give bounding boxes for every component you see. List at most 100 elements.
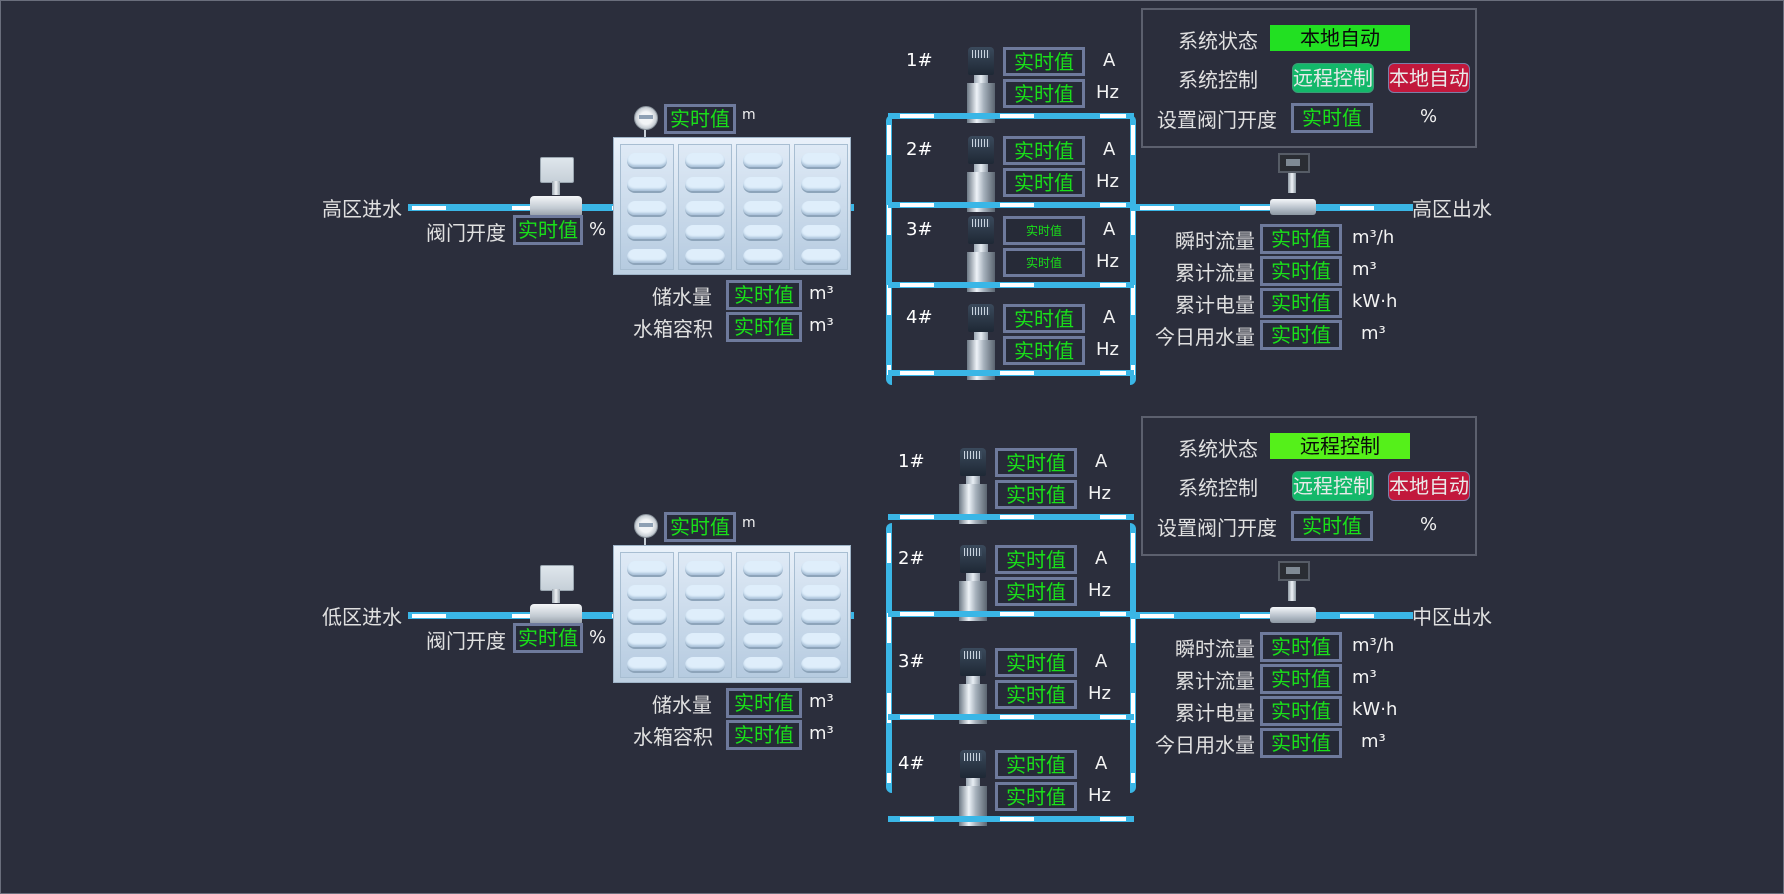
tank-panel-oval: [801, 561, 841, 577]
meter-value: 实时值: [1260, 664, 1342, 694]
tank-panel-oval: [801, 225, 841, 241]
pump-number: 4#: [906, 307, 933, 328]
meter-unit: kW·h: [1352, 291, 1398, 312]
status-label: 系统状态: [1178, 29, 1258, 53]
valve-set-label: 设置阀门开度: [1157, 108, 1277, 132]
storage-label: 储水量: [652, 693, 712, 717]
manifold-left-flow: [887, 533, 891, 783]
meter-value: 实时值: [1260, 320, 1342, 350]
tank-panel-oval: [627, 225, 667, 241]
storage-value: 实时值: [726, 280, 802, 310]
tank-panel-oval: [685, 585, 725, 601]
tank-panel-oval: [627, 177, 667, 193]
control-label: 系统控制: [1178, 476, 1258, 500]
valve-set-input[interactable]: 实时值: [1291, 103, 1373, 133]
pump-branch-flow: [900, 515, 1126, 519]
tank-panel-oval: [685, 657, 725, 673]
meter-label: 瞬时流量: [1175, 229, 1255, 253]
tank-panel-oval: [801, 201, 841, 217]
pump-frequency-unit: Hz: [1096, 339, 1119, 360]
tank-panel-oval: [627, 609, 667, 625]
valve-set-label: 设置阀门开度: [1157, 516, 1277, 540]
pump-icon[interactable]: [958, 545, 988, 621]
tank-panel-oval: [685, 225, 725, 241]
pump-current-value: 实时值: [1003, 216, 1085, 245]
outlet-label: 高区出水: [1412, 197, 1492, 221]
pump-branch-flow: [900, 612, 1126, 616]
manifold-left-flow: [887, 125, 891, 375]
tank-panel-oval: [627, 249, 667, 265]
pressure-gauge-icon: [634, 514, 658, 538]
tank-panel-oval: [627, 633, 667, 649]
pump-number: 1#: [906, 50, 933, 71]
control-label: 系统控制: [1178, 68, 1258, 92]
gauge-stem: [644, 536, 646, 546]
tank-panel-oval: [801, 153, 841, 169]
valve-opening-label: 阀门开度: [426, 221, 506, 245]
tank-panel-oval: [743, 609, 783, 625]
high-zone-section: 高区进水 阀门开度 实时值 % 实时值 m 储水量 实时值 m³ 水箱容积 实时…: [0, 0, 1784, 410]
tank-panel-oval: [801, 177, 841, 193]
tank-panel-oval: [627, 585, 667, 601]
meter-label: 今日用水量: [1155, 325, 1255, 349]
pump-icon[interactable]: [966, 136, 996, 212]
pump-frequency-value: 实时值: [1003, 336, 1085, 365]
remote-control-button[interactable]: 远程控制: [1292, 63, 1374, 93]
pump-frequency-unit: Hz: [1088, 683, 1111, 704]
manifold-right-flow: [1131, 533, 1135, 783]
storage-unit: m³: [809, 691, 834, 712]
pump-frequency-unit: Hz: [1096, 251, 1119, 272]
pump-icon[interactable]: [966, 47, 996, 123]
valve-set-unit: %: [1420, 514, 1438, 535]
meter-label: 累计流量: [1175, 669, 1255, 693]
tank-panel-oval: [685, 153, 725, 169]
tank-volume-value: 实时值: [726, 720, 802, 750]
flowmeter-icon: [1270, 199, 1316, 215]
pump-frequency-value: 实时值: [1003, 248, 1085, 277]
tank-panel-oval: [685, 201, 725, 217]
pump-frequency-value: 实时值: [995, 680, 1077, 709]
pump-branch-flow: [900, 114, 1126, 118]
tank-panel-oval: [685, 561, 725, 577]
pump-current-unit: A: [1103, 50, 1116, 71]
meter-value: 实时值: [1260, 256, 1342, 286]
storage-value: 实时值: [726, 688, 802, 718]
meter-unit: m³/h: [1352, 635, 1395, 656]
gauge-stem: [644, 128, 646, 138]
meter-label: 瞬时流量: [1175, 637, 1255, 661]
tank-level-unit: m: [742, 515, 756, 531]
tank-volume-value: 实时值: [726, 312, 802, 342]
meter-label: 今日用水量: [1155, 733, 1255, 757]
pump-number: 2#: [898, 548, 925, 569]
flowmeter-display-icon: [1278, 153, 1310, 173]
pump-current-value: 实时值: [1003, 136, 1085, 165]
remote-control-button[interactable]: 远程控制: [1292, 471, 1374, 501]
inlet-label: 低区进水: [322, 605, 402, 629]
pump-frequency-unit: Hz: [1088, 580, 1111, 601]
tank-panel-oval: [627, 561, 667, 577]
flowmeter-icon: [1270, 607, 1316, 623]
valve-opening-value: 实时值: [513, 215, 583, 245]
pump-icon[interactable]: [966, 304, 996, 380]
local-auto-button[interactable]: 本地自动: [1388, 63, 1470, 93]
pump-icon[interactable]: [958, 448, 988, 524]
tank-panel-oval: [801, 585, 841, 601]
meter-unit: m³: [1352, 259, 1377, 280]
flowmeter-stem: [1288, 173, 1296, 193]
pump-icon[interactable]: [958, 750, 988, 826]
pump-current-value: 实时值: [995, 448, 1077, 477]
pump-frequency-unit: Hz: [1088, 785, 1111, 806]
tank-volume-unit: m³: [809, 315, 834, 336]
pump-icon[interactable]: [958, 648, 988, 724]
manifold-right-flow: [1131, 125, 1135, 375]
valve-set-input[interactable]: 实时值: [1291, 511, 1373, 541]
flowmeter-display-icon: [1278, 561, 1310, 581]
local-auto-button[interactable]: 本地自动: [1388, 471, 1470, 501]
tank-panel-oval: [743, 585, 783, 601]
pump-icon[interactable]: [966, 216, 996, 292]
tank-panel-oval: [743, 177, 783, 193]
meter-unit: kW·h: [1352, 699, 1398, 720]
tank-panel-oval: [685, 177, 725, 193]
pump-frequency-value: 实时值: [995, 577, 1077, 606]
valve-set-unit: %: [1420, 106, 1438, 127]
